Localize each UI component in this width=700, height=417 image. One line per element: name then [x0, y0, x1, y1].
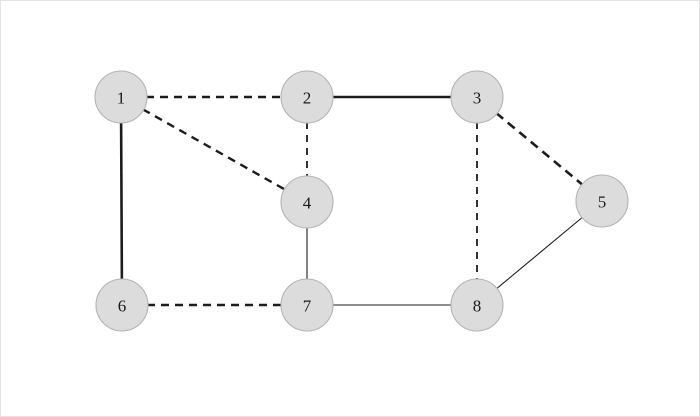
node-label-2: 2 [303, 89, 312, 108]
node-circle-2[interactable] [280, 70, 334, 124]
node-label-1: 1 [117, 89, 126, 108]
node-5[interactable]: 5 [575, 174, 629, 228]
node-circle-5[interactable] [575, 174, 629, 228]
edge-1-6 [119, 121, 124, 281]
node-8[interactable]: 8 [450, 278, 504, 332]
node-label-7: 7 [303, 297, 312, 316]
edges-layer [119, 95, 584, 307]
node-label-8: 8 [473, 297, 482, 316]
node-circle-8[interactable] [450, 278, 504, 332]
node-circle-3[interactable] [450, 70, 504, 124]
node-7[interactable]: 7 [280, 278, 334, 332]
nodes-layer: 1 2 3 4 5 6 7 8 [94, 70, 629, 332]
node-2[interactable]: 2 [280, 70, 334, 124]
node-label-4: 4 [303, 194, 312, 213]
node-label-6: 6 [118, 297, 127, 316]
node-1[interactable]: 1 [94, 70, 148, 124]
node-circle-6[interactable] [95, 278, 149, 332]
node-circle-4[interactable] [280, 175, 334, 229]
node-4[interactable]: 4 [280, 175, 334, 229]
node-3[interactable]: 3 [450, 70, 504, 124]
edge-5-8 [495, 216, 584, 290]
edge-3-5 [495, 111, 584, 187]
node-label-3: 3 [473, 89, 482, 108]
edge-1-4 [142, 108, 286, 191]
node-label-5: 5 [598, 193, 607, 212]
node-6[interactable]: 6 [95, 278, 149, 332]
node-circle-1[interactable] [94, 70, 148, 124]
node-circle-7[interactable] [280, 278, 334, 332]
